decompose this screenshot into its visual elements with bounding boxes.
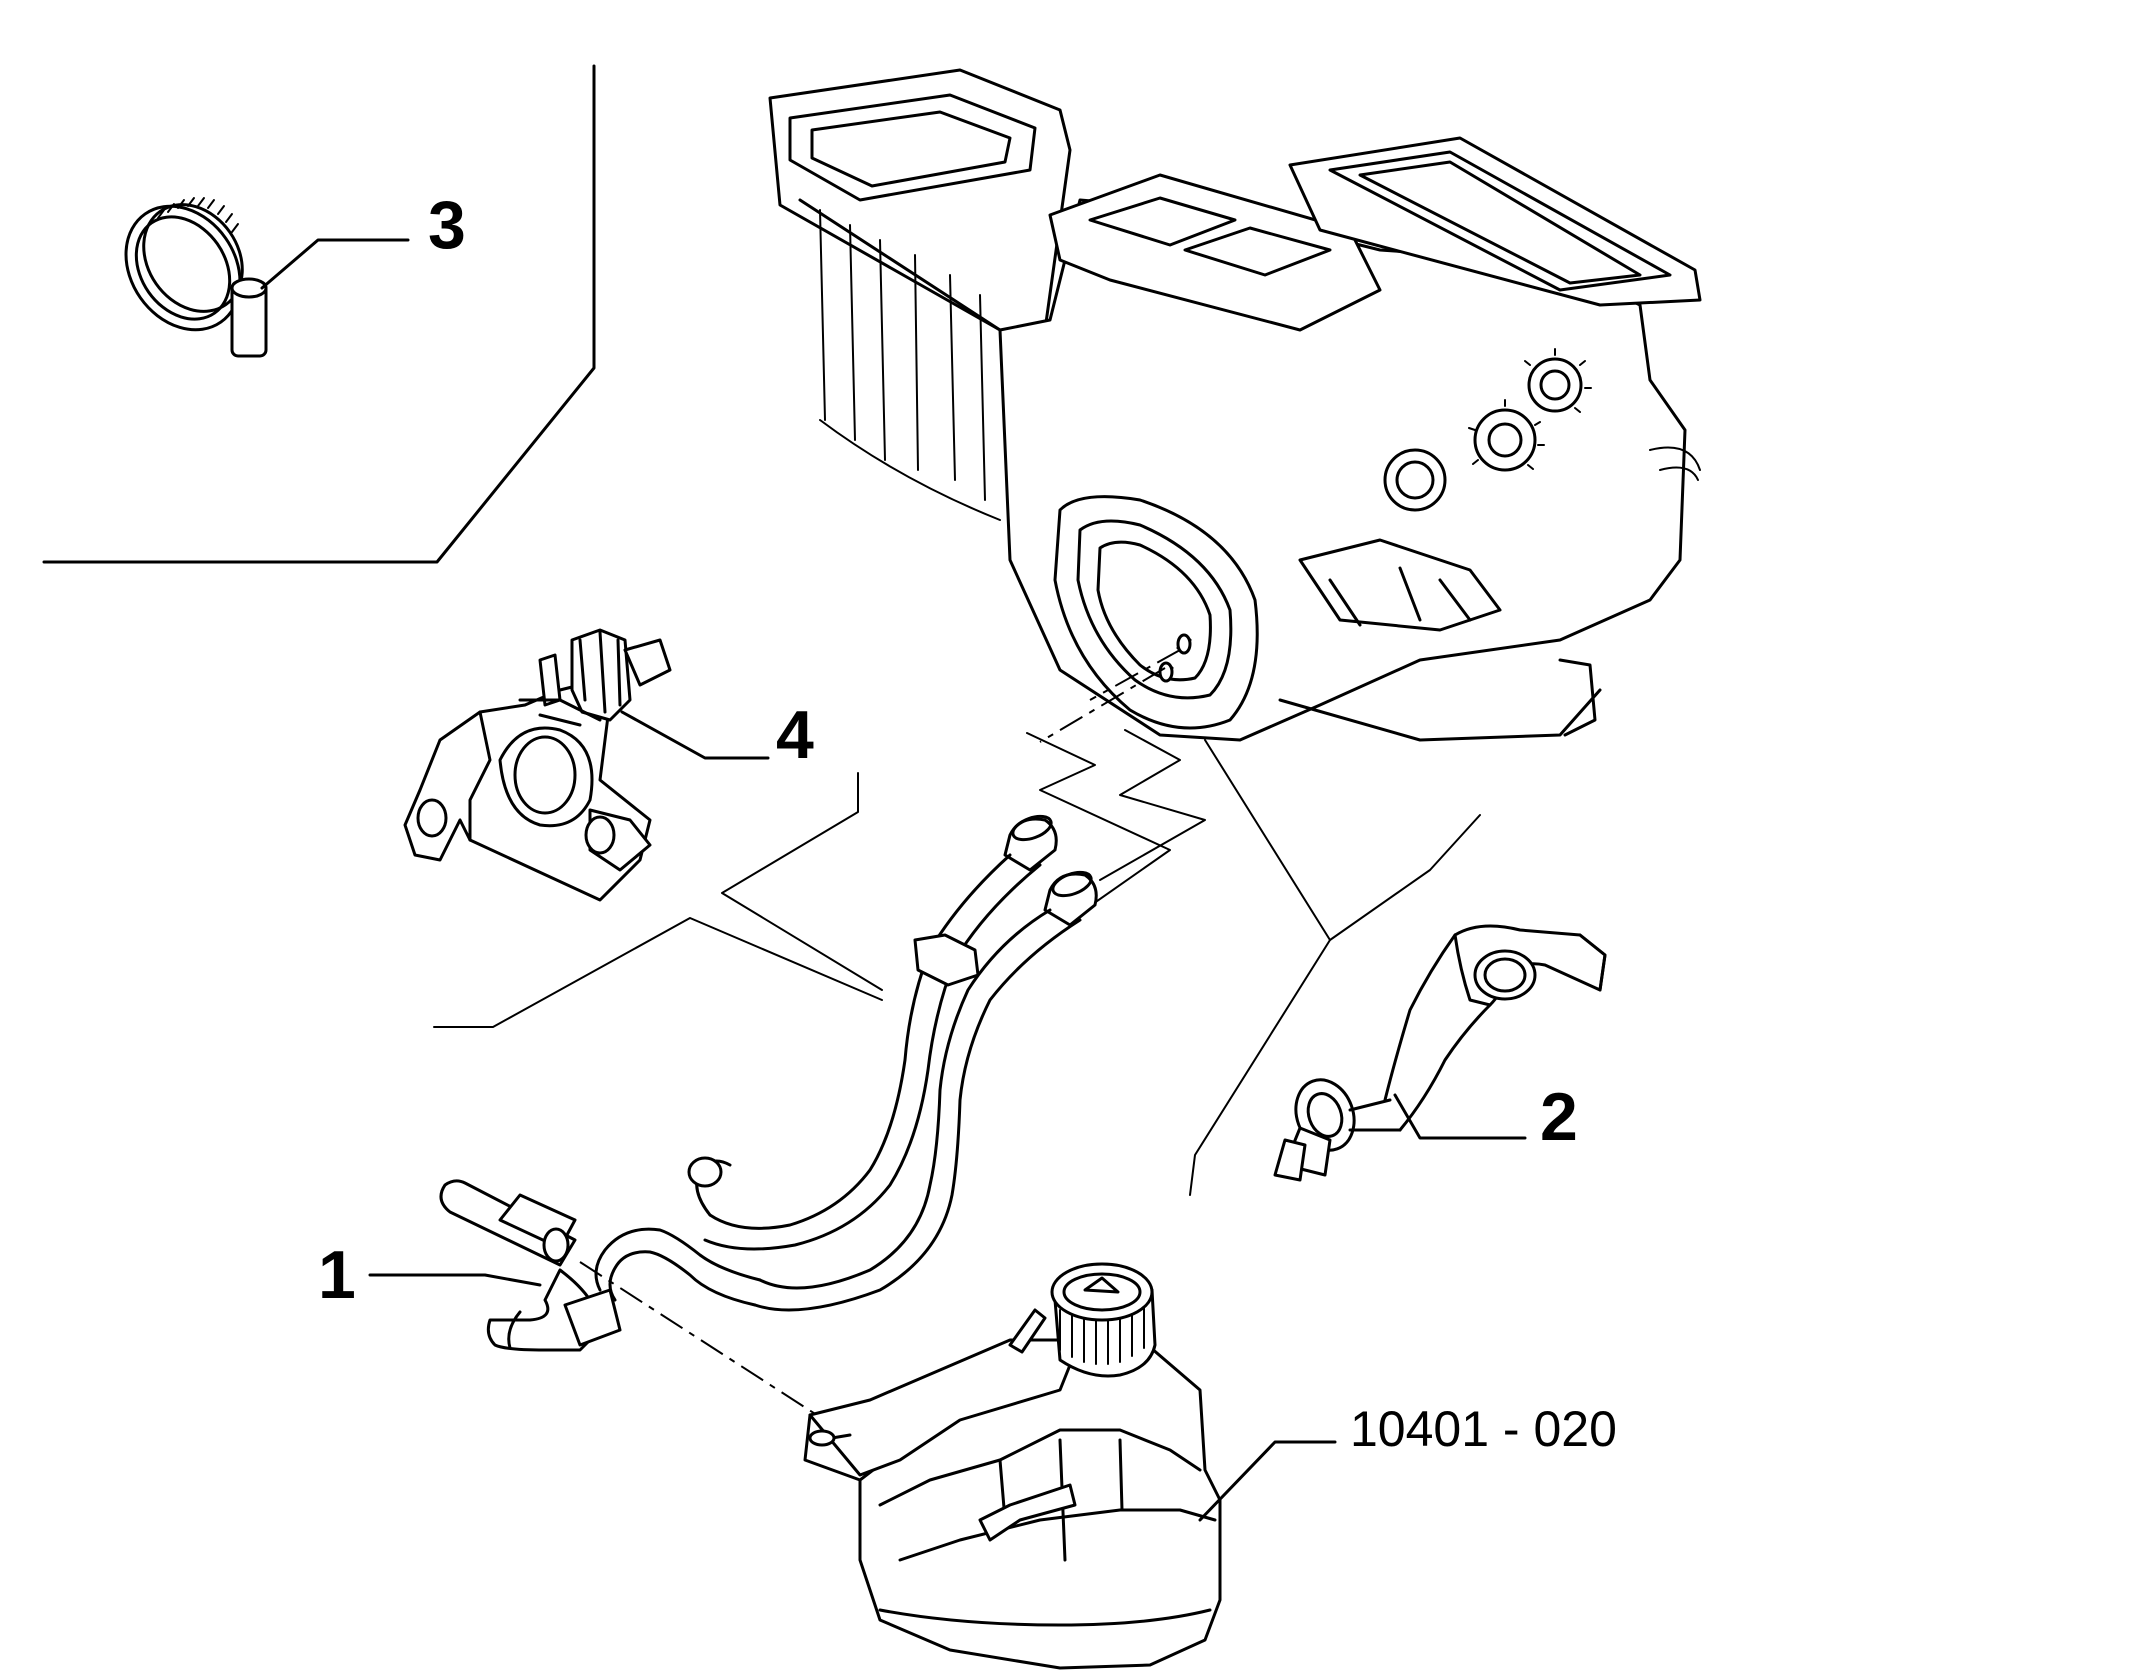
leader-line-part-4 [620, 710, 770, 760]
part-3-inset-border [42, 64, 596, 564]
callout-part-3: 3 [428, 187, 466, 263]
callout-part-2: 2 [1540, 1079, 1578, 1155]
dashdot-line-heater-lower [1089, 649, 1181, 701]
hose-clamp-part-3 [124, 197, 268, 358]
dashdot-line-tank [579, 1261, 841, 1431]
leader-line-reference [1198, 1440, 1337, 1522]
leader-line-part-2 [1393, 1093, 1527, 1140]
leader-line-part-1 [368, 1273, 542, 1287]
heater-hose-assembly-part-1 [439, 814, 1098, 1352]
bleed-pipe-part-2 [1273, 924, 1607, 1182]
valve-bracket-part-4 [403, 628, 672, 902]
callout-part-4: 4 [776, 697, 814, 773]
hvac-heater-unit [768, 68, 1702, 742]
reference-number: 10401 - 020 [1350, 1401, 1617, 1457]
coolant-expansion-tank [803, 1262, 1222, 1670]
assembly-guide-lines [433, 729, 1481, 1196]
callout-part-1: 1 [318, 1237, 356, 1313]
dashdot-line-heater-upper [1039, 667, 1166, 743]
leader-line-part-3 [260, 238, 410, 290]
